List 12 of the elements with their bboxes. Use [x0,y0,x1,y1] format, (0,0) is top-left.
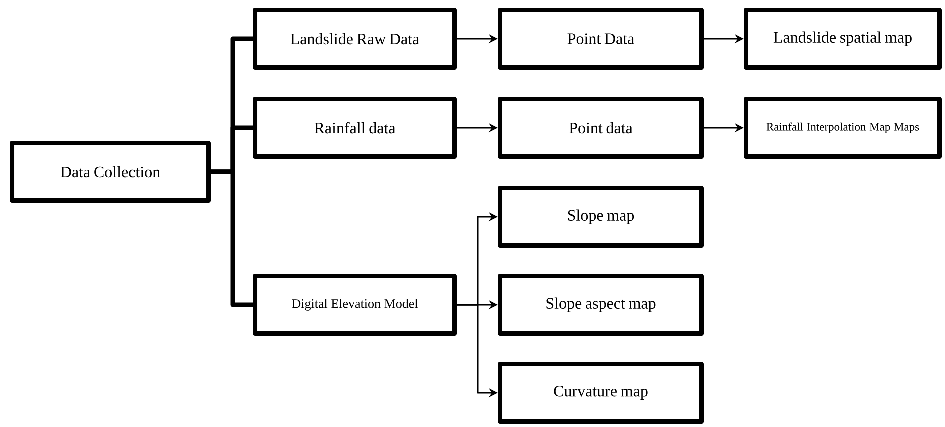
process-box: Slope aspect map [498,274,704,336]
connector-line [211,170,253,308]
process-box: Rainfall data [253,97,457,159]
process-box: Curvature map [498,362,704,424]
process-box: Landslide Raw Data [253,8,457,70]
process-box: Landslide spatial map [744,8,942,70]
process-box: Point Data [498,8,704,70]
process-box: Data Collection [10,141,211,203]
process-box: Slope map [498,186,704,248]
process-box: Digital Elevation Model [253,274,457,336]
process-box: Point data [498,97,704,159]
process-box: Rainfall Interpolation Map Maps [744,97,942,159]
